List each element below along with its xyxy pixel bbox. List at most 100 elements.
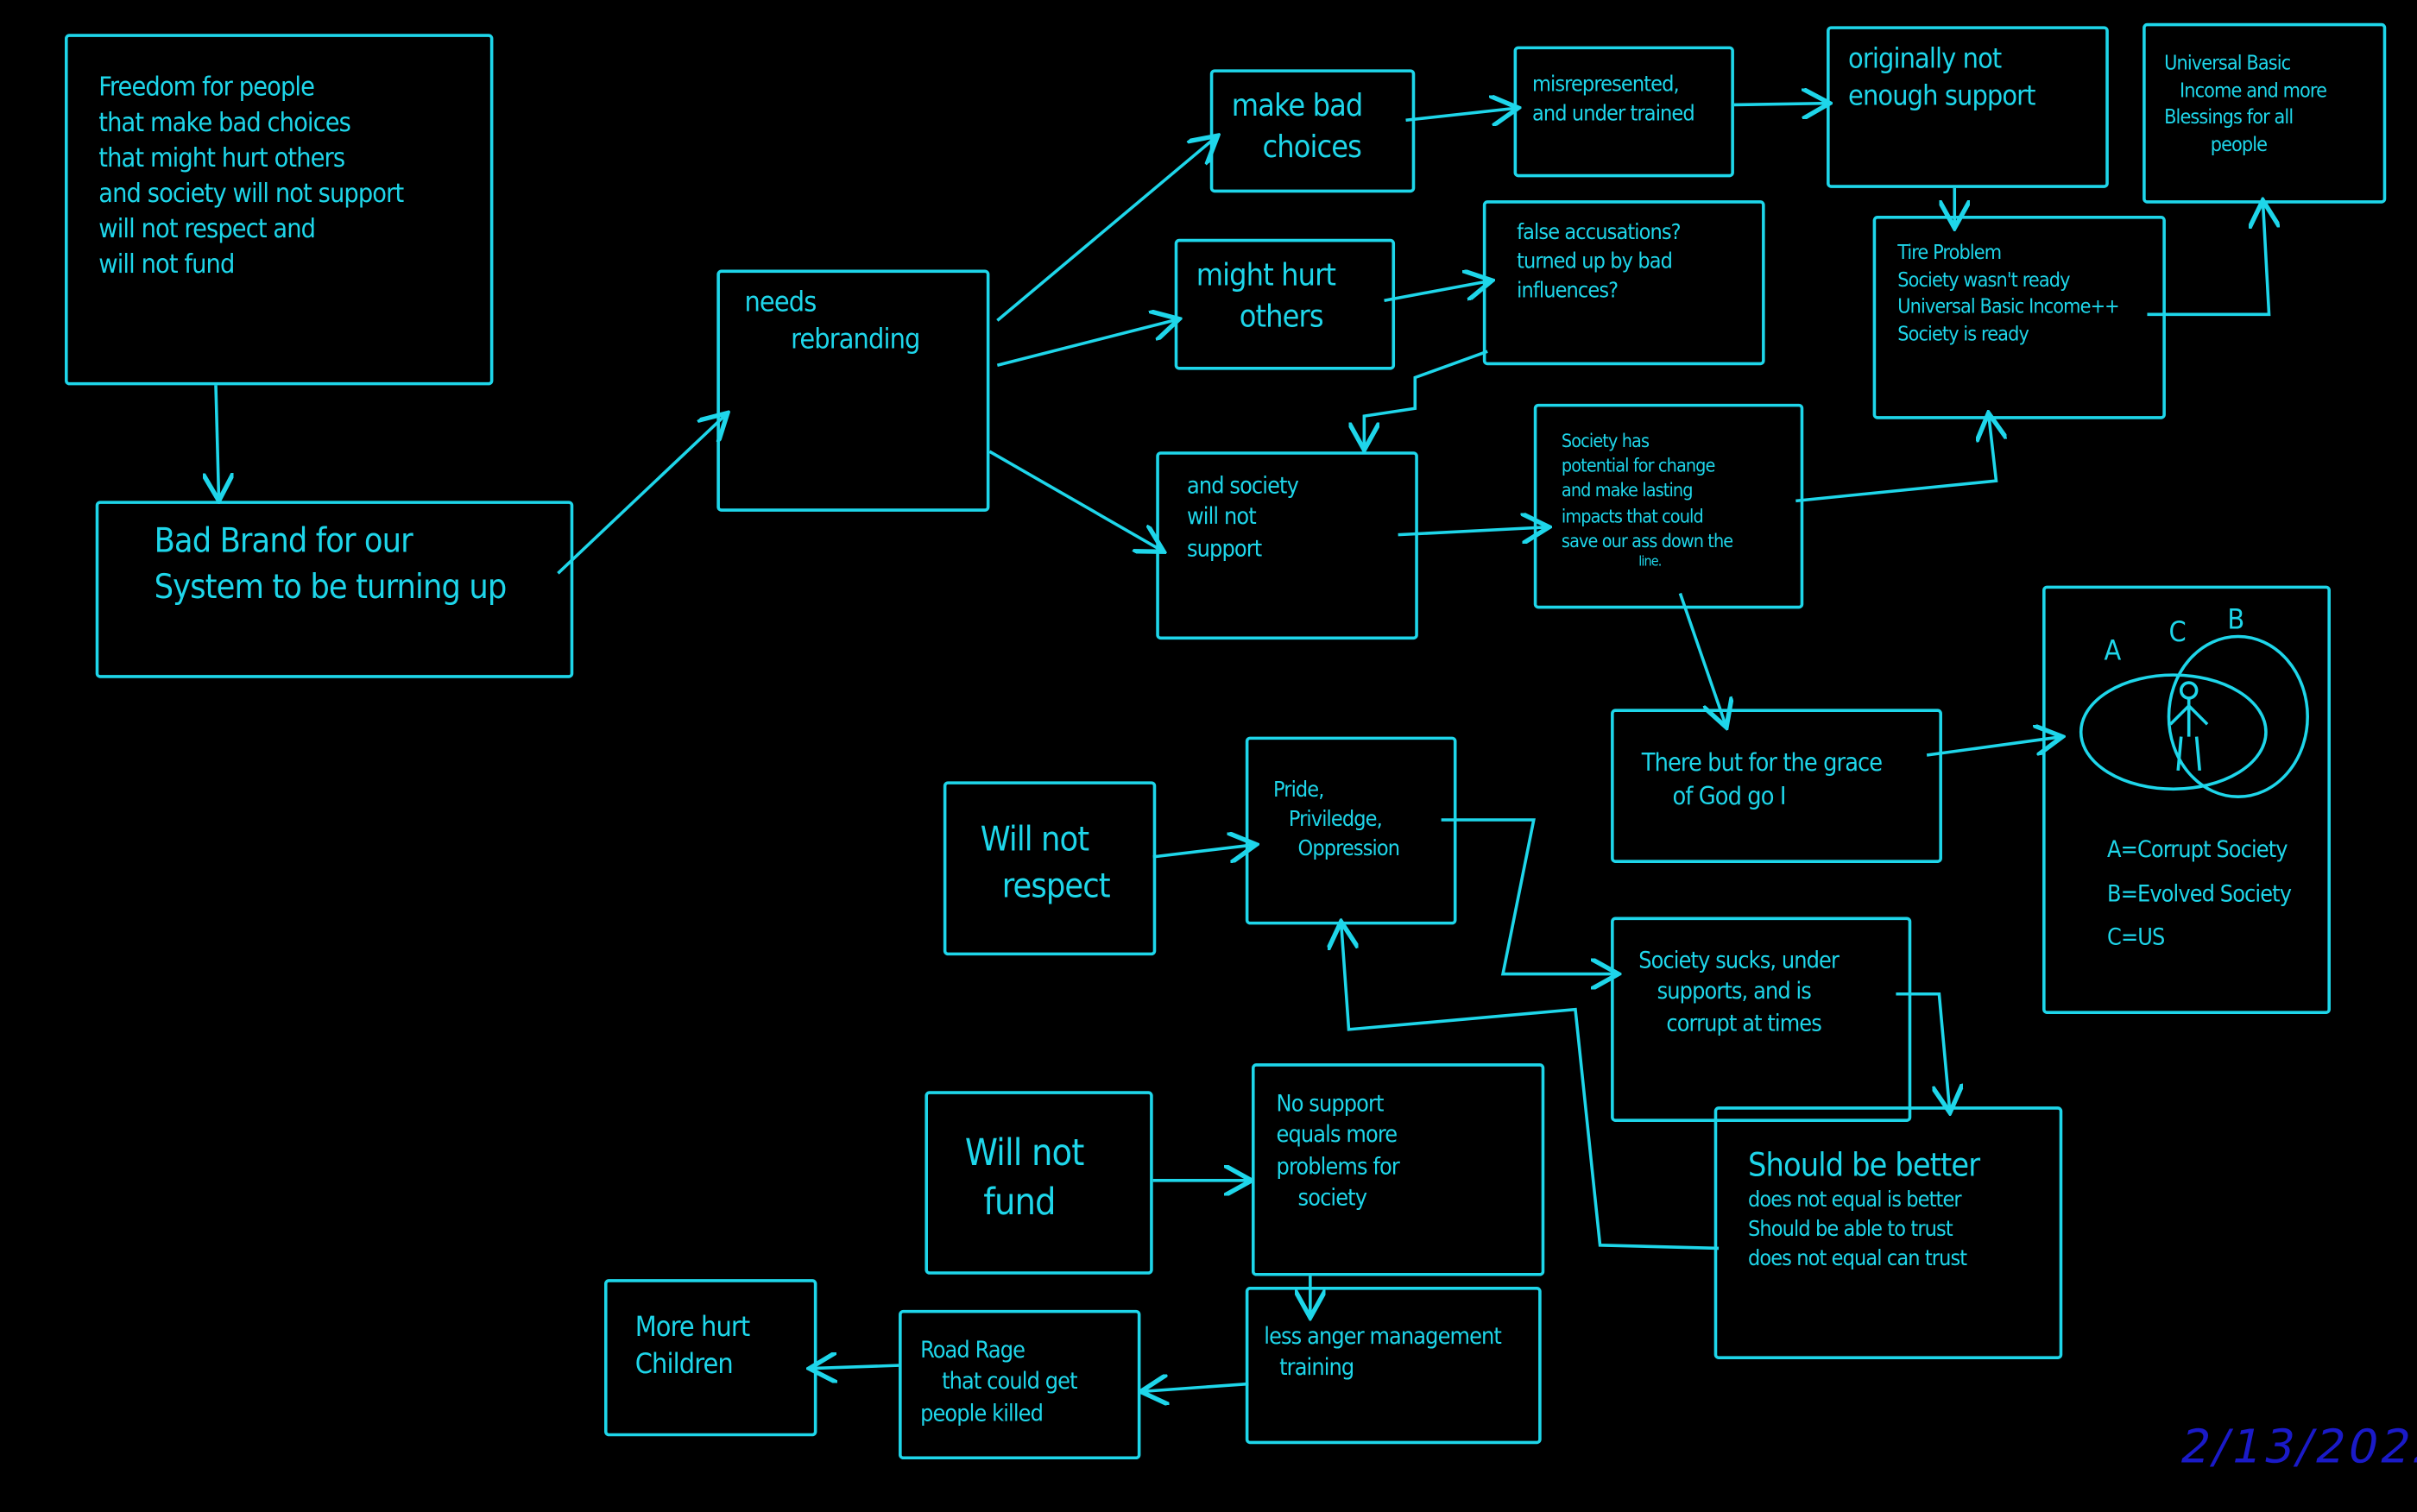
box-potential: Society has potential for change and mak…: [1533, 403, 1804, 609]
venn-legend-a: A=Corrupt Society: [2107, 835, 2288, 863]
box-text: Will not: [980, 821, 1089, 860]
date-stamp: 2/13/2022: [2175, 1421, 2417, 1475]
box-text: needs: [744, 287, 817, 319]
arrow: [557, 413, 727, 575]
box-text: More hurt: [634, 1311, 751, 1345]
box-will-not-fund: Will not fund: [925, 1091, 1153, 1275]
box-text: problems for: [1276, 1151, 1400, 1180]
box-text: will not fund: [98, 249, 235, 280]
box-will-not-respect: Will not respect: [943, 781, 1157, 956]
box-text: Society has: [1561, 430, 1650, 452]
box-text: and make lasting: [1561, 480, 1694, 502]
box-pride: Pride, Priviledge, Oppression: [1245, 736, 1457, 925]
box-might-hurt: might hurt others: [1174, 238, 1396, 370]
box-text: that could get: [942, 1367, 1077, 1395]
arrow: [1152, 845, 1257, 857]
box-road-rage: Road Rage that could get people killed: [899, 1309, 1141, 1460]
box-ubi: Universal Basic Income and more Blessing…: [2142, 22, 2387, 204]
box-text: No support: [1276, 1089, 1385, 1118]
arrow: [1140, 1384, 1249, 1392]
box-text: and society will not support: [98, 178, 404, 210]
box-text: equals more: [1276, 1120, 1398, 1149]
box-text: System to be turning up: [154, 568, 508, 608]
box-text: others: [1239, 297, 1324, 335]
box-society-support: and society will not support: [1156, 451, 1418, 640]
box-text: Should be better: [1747, 1146, 1980, 1184]
arrow: [1678, 592, 1726, 727]
box-text: impacts that could: [1561, 504, 1704, 526]
venn-label-b: B: [2227, 603, 2245, 637]
box-text: Bad Brand for our: [154, 522, 413, 561]
box-text: might hurt: [1196, 255, 1336, 293]
box-text: will not respect and: [98, 213, 316, 245]
arrow: [2147, 200, 2269, 317]
box-text: Tire Problem: [1897, 242, 2002, 266]
box-text: Income and more: [2179, 79, 2327, 103]
box-text: Pride,: [1272, 778, 1324, 803]
arrow: [1341, 922, 1720, 1251]
box-text: Will not: [964, 1131, 1084, 1175]
arrow: [1398, 527, 1549, 535]
box-text: that make bad choices: [98, 107, 351, 139]
venn-diagram: [2079, 634, 2309, 798]
box-tire-problem: Tire Problem Society wasn't ready Univer…: [1872, 215, 2166, 419]
venn-legend-b: B=Evolved Society: [2107, 879, 2292, 907]
arrow: [1441, 818, 1619, 974]
box-text: will not: [1186, 502, 1257, 531]
box-text: less anger management: [1264, 1322, 1502, 1351]
box-text: supports, and is: [1657, 977, 1812, 1005]
box-bad-brand: Bad Brand for our System to be turning u…: [95, 501, 574, 678]
arrow: [988, 450, 1164, 551]
arrow: [1384, 280, 1492, 302]
arrow: [1795, 413, 1996, 503]
box-text: support: [1186, 533, 1262, 562]
box-text: does not equal is better: [1747, 1188, 1962, 1213]
box-text: Universal Basic Income++: [1897, 296, 2120, 319]
box-text: fund: [983, 1181, 1056, 1225]
box-text: save our ass down the: [1561, 529, 1733, 551]
box-text: Society is ready: [1897, 323, 2029, 347]
box-text: Oppression: [1297, 836, 1400, 861]
box-false-accusations: false accusations? turned up by bad infl…: [1482, 200, 1765, 366]
arrow: [216, 385, 219, 501]
box-text: society: [1297, 1182, 1367, 1212]
box-text: influences?: [1517, 278, 1619, 304]
box-text: false accusations?: [1517, 220, 1681, 245]
box-text: and society: [1186, 471, 1299, 500]
box-text: make bad: [1231, 85, 1364, 123]
box-text: and under trained: [1531, 101, 1695, 127]
box-text: potential for change: [1561, 455, 1715, 477]
box-venn: A C B A=Corrupt Society B=Evolved Societ…: [2042, 585, 2331, 1014]
box-make-bad-choices: make bad choices: [1209, 69, 1416, 193]
box-no-support: No support equals more problems for soci…: [1251, 1063, 1545, 1276]
person-body-icon: [2169, 697, 2209, 772]
box-text: does not equal can trust: [1747, 1246, 1967, 1272]
arrow: [809, 1365, 899, 1369]
box-text: Universal Basic: [2164, 52, 2291, 76]
venn-label-c: C: [2168, 616, 2187, 649]
box-text: Freedom for people: [98, 72, 315, 104]
box-originally: originally not enough support: [1827, 26, 2109, 188]
box-society-sucks: Society sucks, under supports, and is co…: [1611, 917, 1912, 1122]
box-text: Children: [634, 1349, 734, 1382]
box-text: line.: [1638, 554, 1662, 570]
box-text: Blessings for all: [2164, 106, 2294, 130]
box-text: enough support: [1848, 80, 2035, 113]
box-text: misrepresented,: [1531, 72, 1680, 98]
box-misrepresented: misrepresented, and under trained: [1513, 46, 1734, 178]
box-text: of God go I: [1672, 780, 1786, 810]
box-text: respect: [1001, 866, 1111, 906]
box-text: Priviledge,: [1288, 807, 1383, 833]
person-head-icon: [2179, 681, 2199, 700]
box-grace: There but for the grace of God go I: [1611, 709, 1942, 863]
box-text: There but for the grace: [1641, 747, 1883, 777]
box-text: training: [1279, 1353, 1354, 1382]
box-text: Road Rage: [920, 1336, 1025, 1364]
box-text: Society wasn't ready: [1897, 268, 2070, 293]
arrow: [1364, 350, 1488, 450]
box-more-hurt: More hurt Children: [603, 1279, 817, 1437]
venn-circle-a: [2079, 673, 2268, 791]
arrow: [996, 135, 1217, 322]
